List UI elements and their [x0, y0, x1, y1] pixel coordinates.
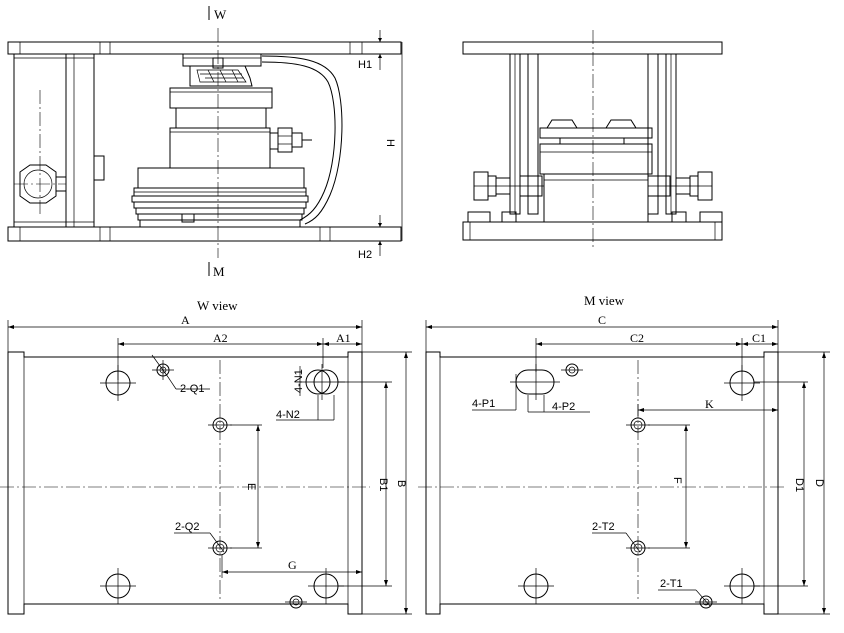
side-bottom-plate	[462, 221, 723, 241]
load-cell-body	[169, 127, 271, 169]
t2-label: 2-T2	[592, 521, 615, 533]
a-label: A	[181, 313, 190, 327]
h1-label: H1	[358, 59, 372, 71]
p2-label: 4-P2	[552, 401, 575, 413]
c1-label: C1	[752, 331, 766, 345]
hex-bolt-icon	[19, 164, 57, 204]
side-guide	[13, 53, 95, 228]
d1-label: D1	[793, 478, 805, 492]
c-label: C	[598, 313, 606, 327]
f-label: F	[671, 477, 683, 484]
b1-label: B1	[377, 478, 389, 491]
m-section-mark: M	[213, 264, 225, 279]
front-elevation: W M	[7, 6, 403, 279]
side-top-plate	[462, 41, 723, 55]
a2-label: A2	[213, 331, 228, 345]
h-label: H	[384, 139, 396, 147]
q1-label: 2-Q1	[180, 383, 204, 395]
h2-label: H2	[358, 249, 372, 261]
d-label: D	[813, 479, 825, 487]
bottom-plate	[7, 226, 402, 242]
n2-label: 4-N2	[276, 409, 300, 421]
side-elevation	[462, 30, 723, 250]
e-label: E	[245, 483, 257, 490]
q2-label: 2-Q2	[175, 521, 199, 533]
g-label: G	[288, 558, 297, 572]
w-section-mark: W	[214, 7, 227, 22]
b-label: B	[395, 480, 407, 487]
w-view-title: W view	[197, 298, 238, 313]
p1-label: 4-P1	[472, 398, 495, 410]
c2-label: C2	[630, 331, 644, 345]
m-plate-outline	[425, 351, 779, 615]
m-view-title: M view	[584, 293, 625, 308]
a1-label: A1	[336, 331, 351, 345]
load-cell-cap	[169, 87, 273, 109]
slot-hole	[305, 369, 331, 395]
p-slot-hole	[515, 369, 555, 395]
w-view: W view A A2 A1	[0, 298, 412, 615]
top-plate	[7, 41, 402, 55]
m-view: M view C C2 C1	[418, 293, 830, 615]
t1-label: 2-T1	[660, 578, 683, 590]
base-housing	[137, 167, 305, 189]
cable	[261, 55, 343, 225]
n1-label: 4-N1	[293, 369, 305, 393]
k-label: K	[705, 397, 714, 411]
